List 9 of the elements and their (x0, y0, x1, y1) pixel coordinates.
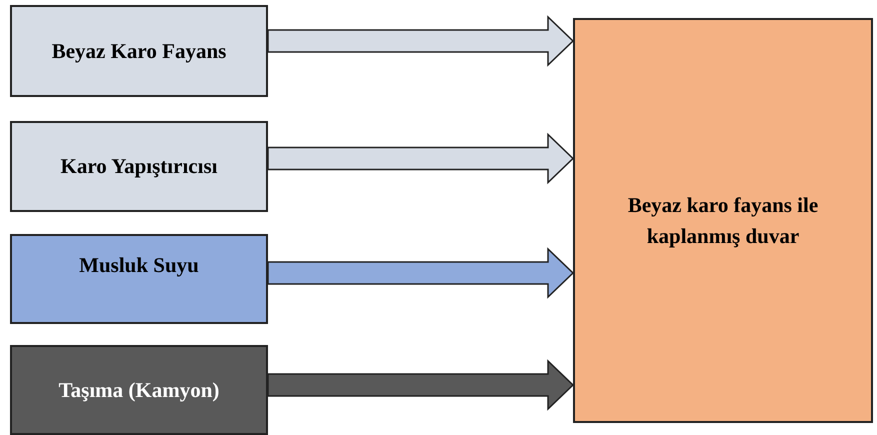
process-box: Musluk Suyu (10, 234, 268, 324)
block-arrow (267, 359, 574, 411)
process-box: Karo Yapıştırıcısı (10, 121, 268, 212)
process-box: Beyaz karo fayans ile kaplanmış duvar (573, 18, 873, 423)
process-box: Beyaz Karo Fayans (10, 5, 268, 97)
block-arrow (267, 247, 574, 299)
block-arrow (267, 132, 574, 184)
block-arrow (267, 15, 574, 67)
process-box: Taşıma (Kamyon) (10, 345, 268, 435)
